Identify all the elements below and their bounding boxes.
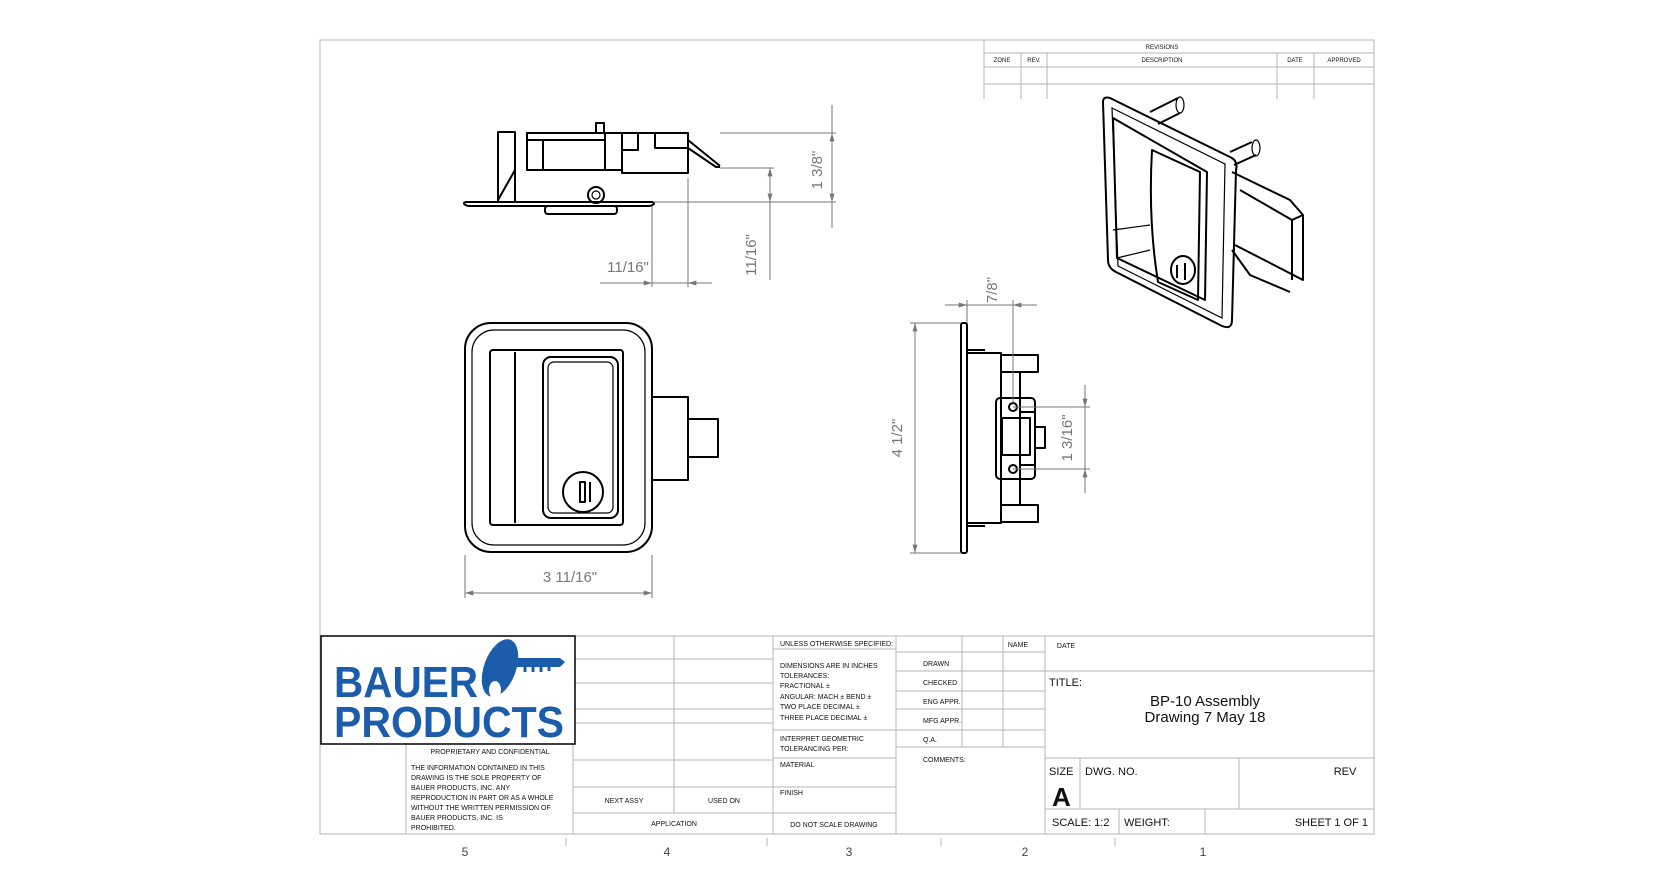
title-label: TITLE: (1049, 677, 1082, 689)
weight-label: WEIGHT: (1124, 817, 1170, 829)
spec-line: ANGULAR: MACH ± BEND ± (780, 694, 871, 701)
spec-line: THREE PLACE DECIMAL ± (780, 715, 867, 722)
isometric-view (1102, 96, 1304, 329)
proprietary-line: PROHIBITED. (411, 825, 456, 832)
revisions-heading: REVISIONS (1146, 45, 1179, 51)
zone-number: 2 (1022, 845, 1029, 859)
zone-number: 4 (664, 845, 671, 859)
approval-row-label: Q.A. (923, 737, 937, 744)
side-view: 7/8" 4 1/2" 1 3/16" (889, 277, 1090, 554)
date-header: DATE (1057, 643, 1075, 650)
zone-number: 1 (1200, 845, 1207, 859)
bauer-products-logo: BAUER PRODUCTS (320, 635, 576, 747)
name-header: NAME (1008, 642, 1029, 649)
rev-col-description: DESCRIPTION (1141, 58, 1182, 64)
rev-col-rev: REV. (1027, 58, 1041, 64)
sheet-label: SHEET 1 OF 1 (1295, 817, 1368, 829)
top-height-dim: 1 3/8" (809, 151, 826, 190)
proprietary-notice: PROPRIETARY AND CONFIDENTIAL THE INFORMA… (411, 749, 554, 832)
proprietary-line: BAUER PRODUCTS, INC. ANY (411, 785, 511, 792)
top-view: 1 3/8" 11/16" 11/16" (463, 105, 836, 287)
used-on-label: USED ON (708, 798, 740, 805)
rev-label: REV (1334, 766, 1357, 778)
zone-number: 5 (462, 845, 469, 859)
spec-line: DIMENSIONS ARE IN INCHES (780, 663, 878, 670)
sheet-border (319, 39, 1375, 835)
revisions-table: REVISIONS ZONE REV. DESCRIPTION DATE APP… (983, 40, 1374, 99)
approval-row-label: DRAWN (923, 661, 949, 668)
interpret-line: INTERPRET GEOMETRIC (780, 736, 864, 743)
top-offset-dim: 11/16" (607, 259, 649, 276)
dwg-no-label: DWG. NO. (1085, 766, 1138, 778)
application-label: APPLICATION (651, 821, 697, 828)
side-depth-dim: 7/8" (984, 277, 1001, 303)
unless-specified-heading: UNLESS OTHERWISE SPECIFIED: (780, 641, 893, 648)
approval-row-label: CHECKED (923, 680, 957, 687)
side-hole-spacing-dim: 1 3/16" (1059, 414, 1076, 461)
scale-label: SCALE: 1:2 (1052, 817, 1109, 829)
comments-label: COMMENTS: (923, 757, 966, 764)
front-view: 3 11/16" (464, 322, 719, 598)
logo-line1: BAUER (334, 658, 478, 707)
zone-markers: 5 4 3 2 1 (462, 845, 1207, 859)
material-label: MATERIAL (780, 762, 815, 769)
spec-line: TWO PLACE DECIMAL ± (780, 704, 860, 711)
approval-row-label: ENG APPR. (923, 699, 961, 706)
key-icon (481, 639, 565, 699)
zone-number: 3 (846, 845, 853, 859)
spec-line: FRACTIONAL ± (780, 683, 830, 690)
next-assy-label: NEXT ASSY (605, 798, 644, 805)
proprietary-heading: PROPRIETARY AND CONFIDENTIAL (430, 749, 549, 756)
approvals-table: NAME DATE DRAWN CHECKED ENG APPR. MFG AP… (923, 642, 1075, 764)
rev-col-date: DATE (1287, 58, 1303, 64)
side-height-dim: 4 1/2" (889, 419, 906, 458)
title-block (320, 635, 1374, 846)
logo-line2: PRODUCTS (334, 698, 564, 747)
interpret-line: TOLERANCING PER: (780, 746, 849, 753)
approval-row-label: MFG APPR. (923, 718, 961, 725)
size-label: SIZE (1049, 766, 1073, 778)
title-line1: BP-10 Assembly (1150, 693, 1261, 710)
front-width-dim: 3 11/16" (543, 569, 597, 586)
proprietary-line: DRAWING IS THE SOLE PROPERTY OF (411, 775, 541, 782)
title-line2: Drawing 7 May 18 (1145, 709, 1266, 726)
do-not-scale-label: DO NOT SCALE DRAWING (790, 822, 878, 829)
spec-line: TOLERANCES: (780, 673, 829, 680)
proprietary-line: BAUER PRODUCTS, INC. IS (411, 815, 503, 822)
top-tab-dim: 11/16" (743, 234, 760, 276)
finish-label: FINISH (780, 790, 803, 797)
rev-col-zone: ZONE (994, 58, 1011, 64)
proprietary-line: REPRODUCTION IN PART OR AS A WHOLE (411, 795, 554, 802)
size-value: A (1052, 782, 1071, 812)
title-area: TITLE: BP-10 Assembly Drawing 7 May 18 S… (1049, 677, 1368, 829)
rev-col-approved: APPROVED (1327, 58, 1361, 64)
proprietary-line: THE INFORMATION CONTAINED IN THIS (411, 765, 545, 772)
proprietary-line: WITHOUT THE WRITTEN PERMISSION OF (411, 805, 551, 812)
tolerance-spec: UNLESS OTHERWISE SPECIFIED: DIMENSIONS A… (780, 641, 893, 829)
